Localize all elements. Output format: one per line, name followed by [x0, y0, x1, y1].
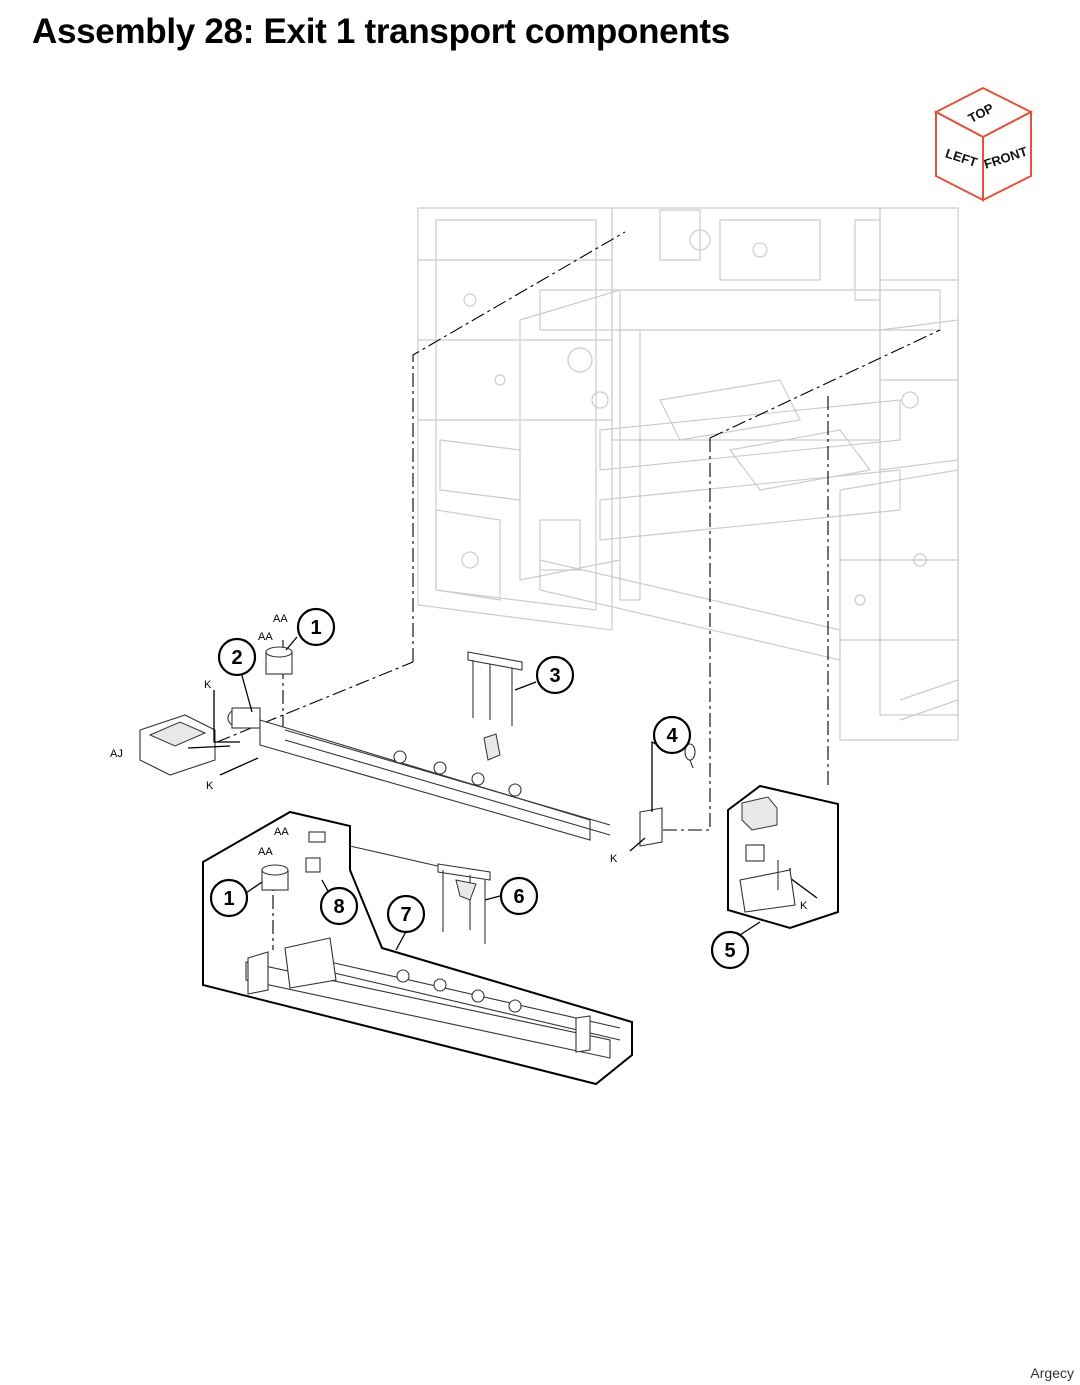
svg-text:2: 2	[231, 647, 242, 669]
callout-1-lower[interactable]: 1	[209, 878, 249, 918]
svg-text:6: 6	[513, 886, 524, 908]
svg-text:5: 5	[724, 940, 735, 962]
label-k: K	[800, 900, 808, 912]
label-k: K	[204, 679, 212, 691]
callout-4[interactable]: 4	[652, 715, 692, 755]
svg-text:7: 7	[400, 904, 411, 926]
page-title: Assembly 28: Exit 1 transport components	[32, 12, 730, 51]
callout-1[interactable]: 1	[296, 607, 336, 647]
callout-3[interactable]: 3	[535, 655, 575, 695]
svg-text:8: 8	[333, 896, 344, 918]
printer-frame	[417, 207, 959, 741]
svg-text:4: 4	[666, 725, 678, 747]
label-aa: AA	[258, 631, 273, 643]
label-k: K	[206, 780, 214, 792]
callout-6[interactable]: 6	[499, 876, 539, 916]
callout-8[interactable]: 8	[319, 886, 359, 926]
svg-text:1: 1	[223, 888, 234, 910]
letter-labels: AA AA K AJ K K AA AA K	[110, 613, 808, 912]
orientation-cube: TOP LEFT FRONT	[933, 86, 1034, 202]
svg-text:1: 1	[310, 617, 321, 639]
svg-text:3: 3	[549, 665, 560, 687]
callout-2[interactable]: 2	[217, 637, 257, 677]
callout-7[interactable]: 7	[386, 894, 426, 934]
label-k: K	[610, 853, 618, 865]
label-aa: AA	[273, 613, 288, 625]
label-aa: AA	[258, 846, 273, 858]
inset-box-7	[202, 810, 633, 1086]
dashed-leader-lines	[216, 231, 941, 950]
inset-box-5	[727, 784, 839, 930]
label-aj: AJ	[110, 748, 123, 760]
label-aa: AA	[274, 826, 289, 838]
callout-5[interactable]: 5	[710, 930, 750, 970]
watermark: Argecy	[1030, 1365, 1074, 1381]
parts-top-group	[139, 646, 696, 847]
